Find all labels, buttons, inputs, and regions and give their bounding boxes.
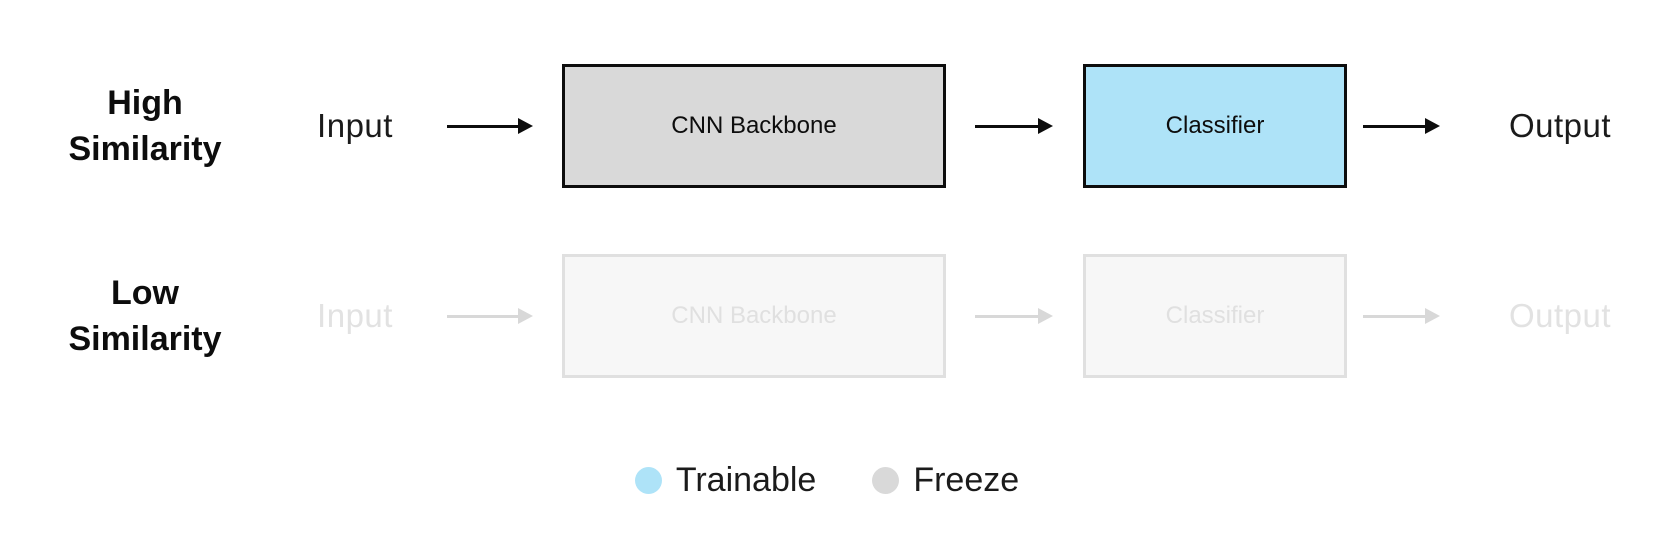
legend: Trainable Freeze (0, 452, 1654, 508)
trainable-dot-icon (634, 466, 662, 494)
arrow-right-icon (975, 117, 1053, 135)
legend-label: Freeze (913, 460, 1020, 499)
row-label-high-similarity: High Similarity (0, 80, 290, 172)
arrow-head (1425, 118, 1440, 134)
row-label-line-1: Low (111, 273, 179, 312)
arrow-head (518, 118, 533, 134)
arrow-line (447, 314, 518, 318)
row-label-low-similarity: Low Similarity (0, 270, 290, 362)
output-label: Output (1508, 107, 1612, 144)
freeze-dot-icon (872, 466, 900, 494)
arrow-head (518, 308, 533, 324)
arrow-head (1038, 118, 1053, 134)
arrow-right-icon (447, 117, 533, 135)
classifier-node: Classifier (1083, 64, 1347, 188)
arrow-line (1363, 124, 1425, 128)
cnn-backbone-node: CNN Backbone (562, 64, 946, 188)
arrow-line (1363, 314, 1425, 318)
cnn-backbone-node: CNN Backbone (562, 254, 946, 378)
arrow-head (1425, 308, 1440, 324)
arrow-line (447, 124, 518, 128)
classifier-node: Classifier (1083, 254, 1347, 378)
legend-item-trainable: Trainable (634, 460, 817, 500)
arrow-right-icon (1363, 307, 1440, 325)
legend-label: Trainable (675, 460, 817, 499)
input-label: Input (317, 107, 393, 144)
arrow-line (975, 314, 1038, 318)
input-label: Input (317, 297, 393, 334)
arrow-right-icon (975, 307, 1053, 325)
output-label: Output (1508, 297, 1612, 334)
arrow-line (975, 124, 1038, 128)
row-label-line-2: Similarity (68, 130, 222, 168)
arrow-right-icon (1363, 117, 1440, 135)
pipeline-row-low-similarity: Low Similarity Input CNN Backbone Classi… (0, 254, 1654, 378)
legend-item-freeze: Freeze (872, 461, 1019, 500)
arrow-right-icon (447, 307, 533, 325)
row-label-line-2: Similarity (68, 320, 222, 358)
row-label-line-1: High (107, 83, 183, 122)
arrow-head (1038, 308, 1053, 324)
pipeline-row-high-similarity: High Similarity Input CNN Backbone Class… (0, 64, 1654, 188)
